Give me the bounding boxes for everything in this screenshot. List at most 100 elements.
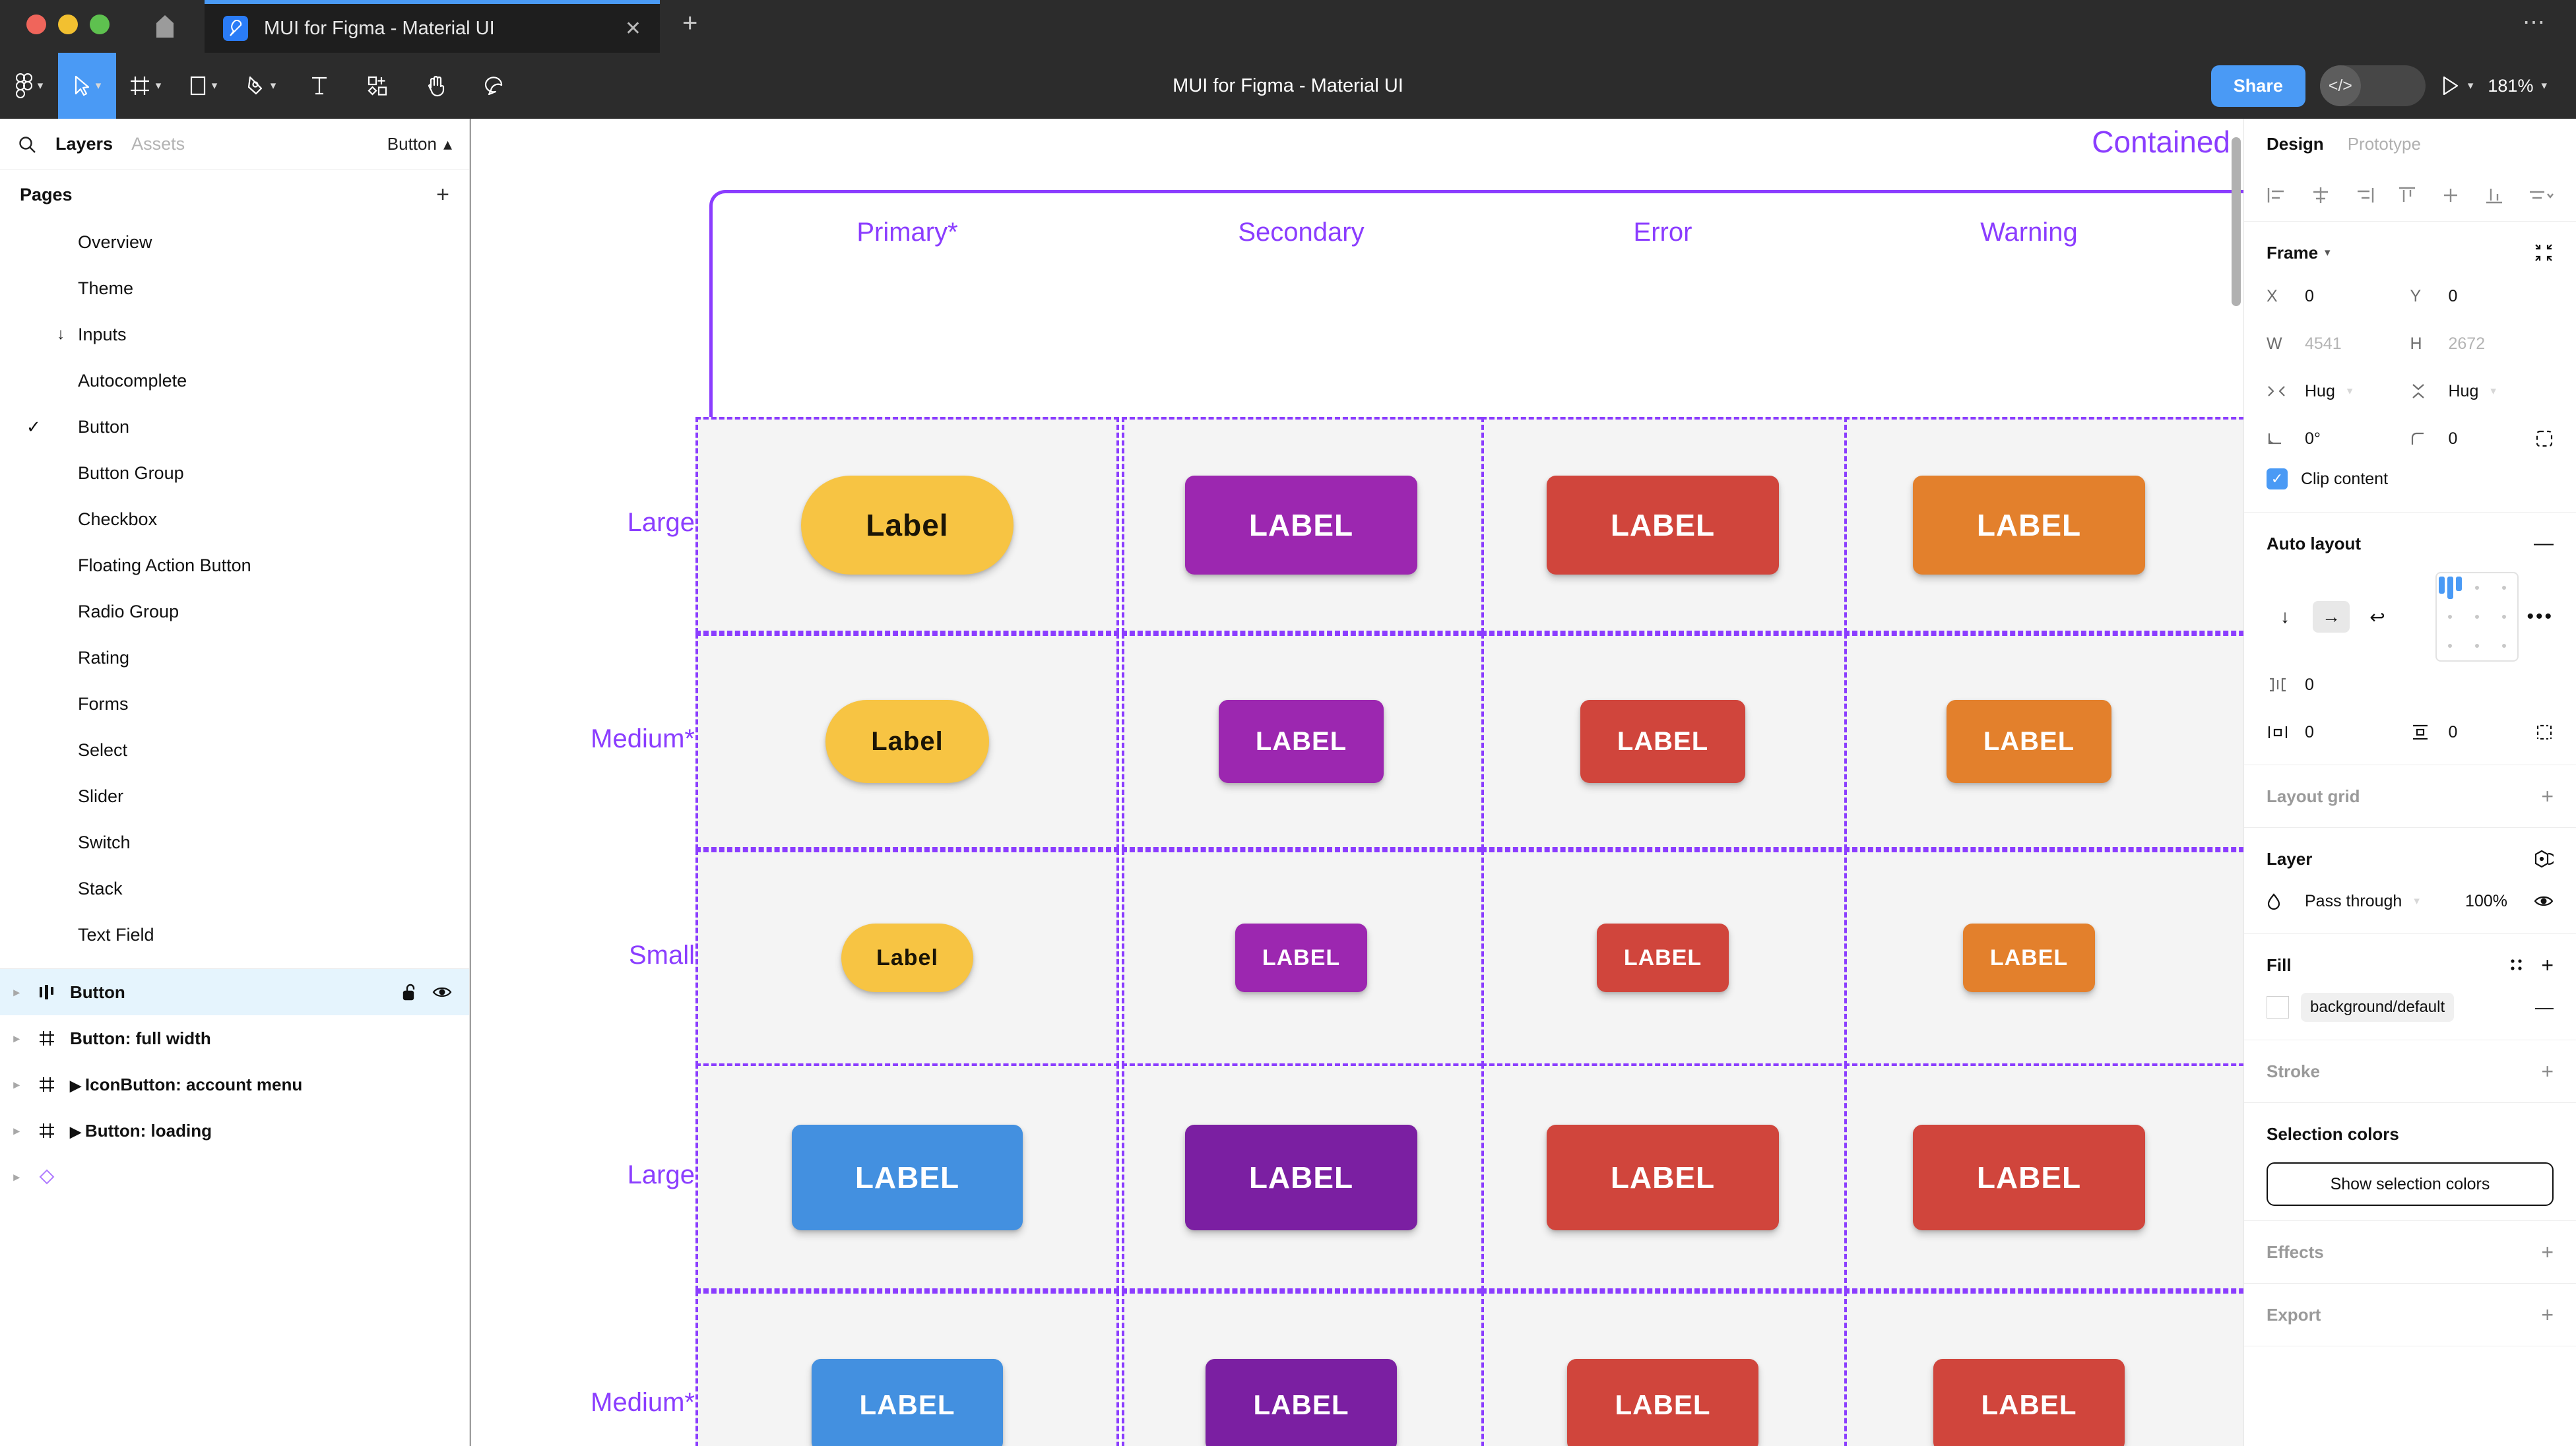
individual-padding-icon[interactable]: [2535, 724, 2554, 741]
expand-arrow-icon[interactable]: ▸: [13, 1077, 20, 1091]
preview-button[interactable]: LABEL: [1913, 476, 2145, 575]
page-item-slider[interactable]: Slider: [0, 773, 469, 819]
unlock-icon[interactable]: [402, 983, 418, 1001]
browser-overflow-icon[interactable]: ⋯: [2523, 10, 2547, 35]
preview-button[interactable]: LABEL: [1547, 1124, 1779, 1230]
corner-radius-field[interactable]: 0: [2410, 421, 2554, 456]
width-field[interactable]: W 4541: [2267, 326, 2410, 362]
pen-tool-button[interactable]: ▾: [232, 53, 290, 119]
preview-button[interactable]: LABEL: [1547, 476, 1779, 575]
preview-button[interactable]: Label: [801, 476, 1014, 575]
blend-mode-field[interactable]: Pass through ▾ 100%: [2267, 883, 2554, 919]
gap-field[interactable]: 0: [2267, 667, 2410, 703]
layer-opacity-value[interactable]: 100%: [2465, 891, 2507, 910]
fill-row[interactable]: background/default —: [2267, 990, 2554, 1025]
browser-tab[interactable]: MUI for Figma - Material UI ✕: [205, 0, 660, 53]
page-item-select[interactable]: Select: [0, 727, 469, 773]
direction-horizontal-icon[interactable]: →: [2313, 601, 2350, 633]
frame-name-label[interactable]: Contained: [2092, 125, 2230, 159]
page-item-text-field[interactable]: Text Field: [0, 912, 469, 958]
add-export-button[interactable]: +: [2541, 1302, 2554, 1327]
expand-arrow-icon[interactable]: ▸: [13, 1031, 20, 1045]
layer-settings-icon[interactable]: [2534, 850, 2554, 868]
eye-icon[interactable]: [432, 986, 452, 999]
frame-tool-button[interactable]: ▾: [116, 53, 174, 119]
figma-menu-button[interactable]: ▾: [0, 53, 58, 119]
page-item-autocomplete[interactable]: Autocomplete: [0, 358, 469, 404]
x-field[interactable]: X 0: [2267, 278, 2410, 314]
present-button[interactable]: ▾: [2440, 75, 2473, 96]
move-tool-button[interactable]: ▾: [58, 53, 116, 119]
expand-arrow-icon[interactable]: ▸: [13, 985, 20, 999]
align-top-icon[interactable]: [2397, 186, 2418, 204]
rotation-field[interactable]: 0°: [2267, 421, 2410, 456]
minimize-window-button[interactable]: [58, 15, 78, 34]
add-page-button[interactable]: +: [436, 181, 449, 207]
align-bottom-icon[interactable]: [2484, 186, 2505, 204]
distribute-icon[interactable]: [2527, 186, 2554, 204]
preview-button[interactable]: LABEL: [812, 1358, 1003, 1446]
align-vertical-center-icon[interactable]: [2440, 186, 2461, 204]
preview-button[interactable]: LABEL: [1185, 476, 1417, 575]
page-item-stack[interactable]: Stack: [0, 865, 469, 912]
preview-button[interactable]: Label: [825, 700, 989, 783]
new-tab-button[interactable]: +: [682, 9, 698, 38]
preview-button[interactable]: LABEL: [1219, 700, 1384, 783]
preview-button[interactable]: LABEL: [1206, 1358, 1397, 1446]
add-layout-grid-button[interactable]: +: [2541, 784, 2554, 808]
direction-vertical-icon[interactable]: ↓: [2280, 606, 2290, 627]
independent-corners-icon[interactable]: [2535, 429, 2554, 448]
page-item-floating-action-button[interactable]: Floating Action Button: [0, 542, 469, 588]
align-right-icon[interactable]: [2354, 186, 2375, 204]
align-left-icon[interactable]: [2267, 186, 2288, 204]
layer-row[interactable]: ▸Button: full width: [0, 1015, 469, 1061]
page-item-inputs[interactable]: ↓Inputs: [0, 311, 469, 358]
page-item-rating[interactable]: Rating: [0, 635, 469, 681]
preview-button[interactable]: LABEL: [792, 1124, 1023, 1230]
hand-tool-button[interactable]: [406, 53, 465, 119]
zoom-menu[interactable]: 181% ▾: [2488, 76, 2547, 96]
height-field[interactable]: H 2672: [2410, 326, 2554, 362]
page-item-forms[interactable]: Forms: [0, 681, 469, 727]
close-icon[interactable]: ✕: [624, 17, 641, 40]
collapse-frame-icon[interactable]: [2534, 243, 2554, 263]
page-item-button[interactable]: ✓Button: [0, 404, 469, 450]
tab-layers[interactable]: Layers: [55, 134, 113, 154]
text-tool-button[interactable]: [290, 53, 348, 119]
add-stroke-button[interactable]: +: [2541, 1059, 2554, 1083]
vertical-resizing-field[interactable]: Hug ▾: [2410, 373, 2554, 409]
dev-mode-toggle[interactable]: </>: [2319, 65, 2426, 106]
preview-button[interactable]: LABEL: [1933, 1358, 2125, 1446]
horizontal-resizing-field[interactable]: Hug ▾: [2267, 373, 2410, 409]
shape-tool-button[interactable]: ▾: [174, 53, 232, 119]
clip-content-row[interactable]: ✓ Clip content: [2267, 460, 2554, 497]
page-item-switch[interactable]: Switch: [0, 819, 469, 865]
fill-style-name[interactable]: background/default: [2301, 993, 2455, 1022]
remove-auto-layout-button[interactable]: —: [2534, 532, 2554, 554]
layer-row[interactable]: ▸: [0, 1154, 469, 1200]
preview-button[interactable]: LABEL: [1597, 924, 1729, 992]
tab-assets[interactable]: Assets: [131, 134, 185, 154]
page-item-radio-group[interactable]: Radio Group: [0, 588, 469, 635]
search-icon[interactable]: [17, 135, 37, 154]
vertical-padding-field[interactable]: 0: [2410, 714, 2554, 750]
horizontal-padding-field[interactable]: 0: [2267, 714, 2410, 750]
fill-color-swatch[interactable]: [2267, 996, 2289, 1019]
preview-button[interactable]: LABEL: [1580, 700, 1745, 783]
preview-button[interactable]: Label: [841, 924, 973, 992]
preview-button[interactable]: LABEL: [1947, 700, 2111, 783]
page-item-button-group[interactable]: Button Group: [0, 450, 469, 496]
layer-row[interactable]: ▸▶Button: loading: [0, 1108, 469, 1154]
home-button[interactable]: [125, 0, 205, 53]
align-horizontal-center-icon[interactable]: [2310, 186, 2331, 204]
auto-layout-alignment-pad[interactable]: [2435, 572, 2519, 662]
clip-content-checkbox[interactable]: ✓: [2267, 468, 2288, 489]
expand-arrow-icon[interactable]: ▸: [13, 1170, 20, 1183]
preview-button[interactable]: LABEL: [1185, 1124, 1417, 1230]
page-item-checkbox[interactable]: Checkbox: [0, 496, 469, 542]
add-effect-button[interactable]: +: [2541, 1240, 2554, 1264]
chevron-down-icon[interactable]: ▾: [2325, 246, 2331, 259]
layer-row[interactable]: ▸▶IconButton: account menu: [0, 1061, 469, 1108]
fill-styles-icon[interactable]: [2508, 957, 2525, 974]
